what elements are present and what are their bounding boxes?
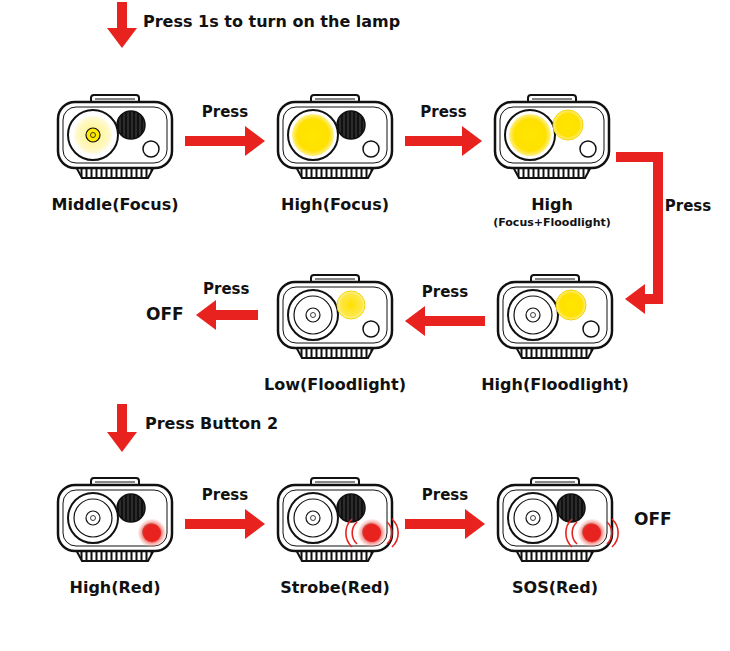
press-arrow [616, 157, 658, 314]
headlamp-icon [275, 478, 395, 562]
start-arrow [107, 404, 137, 452]
mode-lamp: Strobe(Red) [275, 478, 395, 562]
press-arrow [405, 306, 485, 336]
edge-label: Press [665, 197, 711, 215]
instruction-label: Press 1s to turn on the lamp [143, 12, 400, 31]
press-arrow [405, 126, 482, 156]
instruction-label: OFF [634, 509, 672, 529]
mode-caption: High(Focus) [281, 195, 389, 214]
mode-lamp: Middle(Focus) [55, 95, 175, 179]
instruction-label: Press [203, 280, 249, 298]
headlamp-icon [55, 478, 175, 562]
mode-lamp: High(Red) [55, 478, 175, 562]
press-arrow [405, 509, 485, 539]
mode-caption: SOS(Red) [512, 578, 598, 597]
mode-lamp: High(Floodlight) [495, 275, 615, 359]
mode-lamp: SOS(Red) [495, 478, 615, 562]
headlamp-icon [492, 95, 612, 179]
mode-caption: Middle(Focus) [52, 195, 179, 214]
edge-label: Press [422, 283, 468, 301]
mode-caption: High(Floodlight) [481, 375, 629, 394]
off-arrow [196, 300, 258, 330]
edge-label: Press [202, 486, 248, 504]
edge-label: Press [420, 103, 466, 121]
edge-label: Press [422, 486, 468, 504]
headlamp-icon [495, 478, 615, 562]
mode-caption: Strobe(Red) [280, 578, 390, 597]
mode-caption: Low(Floodlight) [264, 375, 406, 394]
instruction-label: Press Button 2 [145, 414, 278, 433]
mode-subcaption: (Focus+Floodlight) [493, 216, 611, 229]
headlamp-icon [55, 95, 175, 179]
mode-lamp: Low(Floodlight) [275, 275, 395, 359]
mode-lamp: High(Focus+Floodlight) [492, 95, 612, 179]
start-arrow [107, 2, 137, 48]
press-arrow [185, 126, 265, 156]
press-arrow [185, 509, 265, 539]
mode-caption: High(Red) [70, 578, 161, 597]
mode-lamp: High(Focus) [275, 95, 395, 179]
headlamp-icon [495, 275, 615, 359]
edge-label: Press [202, 103, 248, 121]
headlamp-icon [275, 95, 395, 179]
headlamp-icon [275, 275, 395, 359]
mode-caption: High [531, 195, 573, 214]
instruction-label: OFF [146, 304, 184, 324]
